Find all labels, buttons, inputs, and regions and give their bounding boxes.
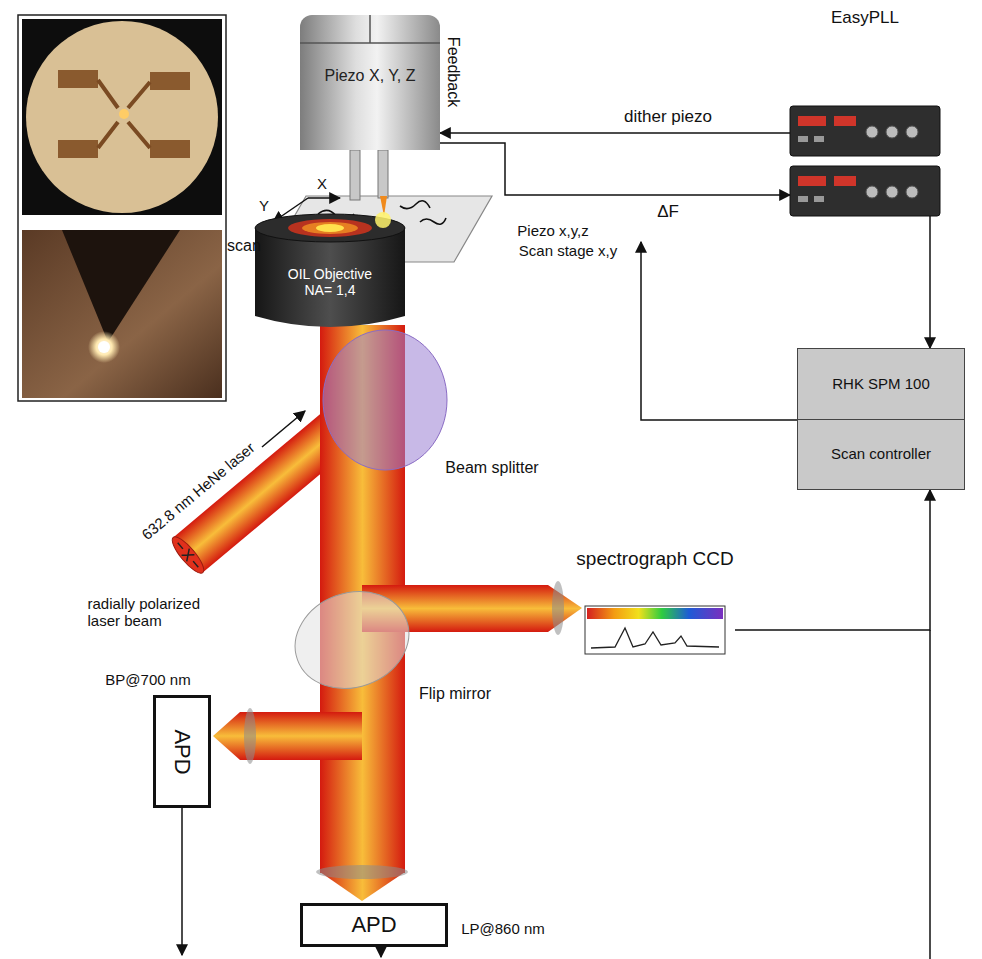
annotation-label: Flip mirror xyxy=(419,685,491,703)
tuning-fork xyxy=(350,150,388,216)
annotation-label: X xyxy=(317,175,327,192)
scan-controller-box: RHK SPM 100Scan controller xyxy=(797,348,965,490)
optics-part xyxy=(281,576,422,704)
inset-photos-part xyxy=(18,15,226,401)
lock-in-instrument-shape-part xyxy=(814,196,824,202)
lock-in-instrument-shape-part xyxy=(866,126,878,138)
optics xyxy=(244,330,564,879)
inset-photos-part xyxy=(98,341,110,353)
signal-connector xyxy=(929,216,931,348)
lock-in-instrument-shape-part xyxy=(798,196,808,202)
lock-in-instrument-shape-part xyxy=(814,136,824,142)
signal-lines-part xyxy=(929,630,931,959)
objective-lens: OIL Objective NA= 1,4 xyxy=(255,210,405,332)
optics-part xyxy=(323,330,447,470)
inset-photos-part xyxy=(58,140,98,158)
lock-in-instrument-shape-part xyxy=(866,186,878,198)
piezo-cylinder: Piezo X, Y, Z xyxy=(300,15,440,150)
node-text: OIL Objective NA= 1,4 xyxy=(275,266,385,298)
node-text: EasyPLL xyxy=(790,8,940,28)
lock-in-instrument-shape-part xyxy=(906,186,918,198)
laser-beams-part xyxy=(213,712,240,760)
spectrograph-ccd-shape-part xyxy=(585,606,725,654)
optics-part xyxy=(244,708,256,764)
signal-connector xyxy=(735,490,930,630)
node-text: APD xyxy=(169,729,194,774)
optics-part xyxy=(552,581,564,635)
node-text: APD xyxy=(351,912,396,937)
laser-beams xyxy=(168,325,582,901)
lock-in-instrument-shape-part xyxy=(790,106,940,156)
tuning-fork-part xyxy=(378,150,388,198)
node-text: Scan controller xyxy=(798,419,964,489)
annotation-label: Y xyxy=(259,197,269,214)
annotation-label: scan xyxy=(227,237,261,255)
axes-part xyxy=(308,197,340,199)
lock-in-instrument-shape-part xyxy=(798,116,826,126)
node-text: Piezo X, Y, Z xyxy=(300,67,440,85)
signal-connector xyxy=(440,132,790,134)
objective-lens-shape-part xyxy=(255,228,405,327)
signal-lines-part xyxy=(262,411,305,447)
signal-lines-part xyxy=(641,242,797,420)
lock-in-instrument-shape-part xyxy=(886,186,898,198)
inset-photos-part xyxy=(62,230,180,342)
inset-photos-part xyxy=(22,230,222,398)
annotation-label: Feedback xyxy=(444,37,462,107)
signal-connector xyxy=(440,143,790,195)
laser-beams-part-part xyxy=(168,533,208,577)
tuning-fork-part xyxy=(350,150,360,200)
node-text: spectrograph CCD xyxy=(575,548,735,570)
lock-in-instrument-shape-part xyxy=(798,136,808,142)
signal-lines-part xyxy=(181,808,183,955)
inset-photos-part xyxy=(150,72,190,90)
piezo-cylinder-shape-part xyxy=(369,15,371,43)
spectrograph-ccd-shape-part xyxy=(587,608,723,619)
inset-photos-part xyxy=(58,70,98,88)
connector-label: dither piezo xyxy=(622,107,714,127)
spectrograph-ccd: spectrograph CCD xyxy=(575,548,735,660)
apd-detector: APD xyxy=(153,695,211,808)
annotation-label: Beam splitter xyxy=(445,459,538,477)
inset-photos-part xyxy=(98,80,150,148)
apd-detector: APD xyxy=(300,903,448,947)
inset-photos-part xyxy=(150,140,190,158)
objective-lens-shape-part xyxy=(375,212,391,228)
annotation-label: BP@700 nm xyxy=(105,671,190,688)
lock-in-instrument-shape xyxy=(790,8,940,216)
optics-part xyxy=(316,865,408,879)
objective-lens-shape-part xyxy=(316,224,344,232)
lock-in-instrument-shape-part xyxy=(798,176,826,186)
inset-photos-part xyxy=(88,331,120,363)
annotation-label: radially polarized laser beam xyxy=(88,595,213,630)
signal-lines-part xyxy=(380,947,382,957)
inset-photos-part xyxy=(22,19,222,215)
connector-label: ΔF xyxy=(655,202,681,222)
lock-in-instrument-shape-part xyxy=(834,116,856,126)
inset-photos-part xyxy=(26,21,218,213)
laser-beams-part-part xyxy=(174,540,202,571)
lock-in-instrument-shape-part xyxy=(790,166,940,216)
objective-lens-shape-part xyxy=(288,219,372,237)
inset-photos-part xyxy=(119,109,129,119)
node-text: RHK SPM 100 xyxy=(798,349,964,420)
lock-in-instrument-shape-part xyxy=(886,126,898,138)
objective-lens-shape-part xyxy=(302,222,358,234)
inset-photos xyxy=(18,15,226,401)
spectrograph-ccd-shape-part xyxy=(591,628,719,648)
annotation-label: Scan stage x,y xyxy=(519,242,617,259)
annotation-label: LP@860 nm xyxy=(461,920,545,937)
lock-in-instrument: EasyPLL xyxy=(790,8,940,216)
lock-in-instrument-shape-part xyxy=(834,176,856,186)
lock-in-instrument-shape-part xyxy=(906,126,918,138)
laser-beams-part xyxy=(240,712,362,760)
annotation-label: Piezo x,y,z xyxy=(517,222,588,239)
